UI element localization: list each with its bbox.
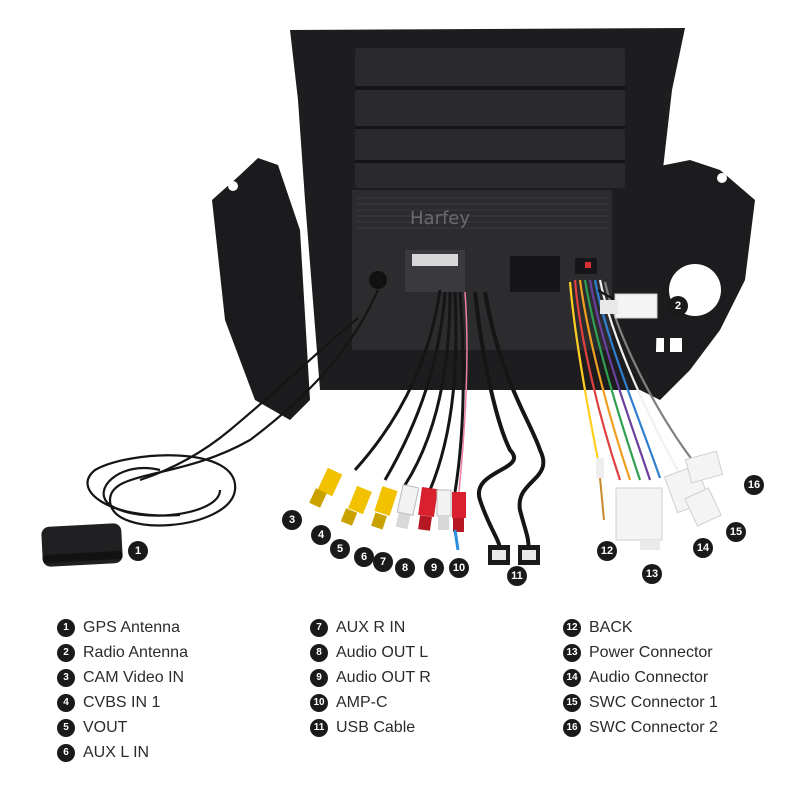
legend-item: 14 Audio Connector <box>563 665 718 690</box>
callout-16: 16 <box>744 475 764 495</box>
radio-antenna-connector <box>614 293 658 319</box>
wing-square-cutout <box>670 338 682 352</box>
gps-port <box>369 271 387 289</box>
head-unit-box <box>352 190 612 350</box>
legend-column-3: 12 BACK 13 Power Connector 14 Audio Connect… <box>563 615 718 740</box>
legend-number: 14 <box>563 668 581 687</box>
callout-9: 9 <box>424 558 444 578</box>
legend-item: 10 AMP-C <box>310 690 431 715</box>
callout-4: 4 <box>311 525 331 545</box>
legend-number: 12 <box>563 618 581 637</box>
legend-number: 2 <box>57 643 75 662</box>
legend-number: 7 <box>310 618 328 637</box>
legend-column-1: 1 GPS Antenna 2 Radio Antenna 3 CAM Video I… <box>57 615 188 765</box>
callout-12: 12 <box>597 541 617 561</box>
legend-item: 3 CAM Video IN <box>57 665 188 690</box>
legend-label: CAM Video IN <box>83 668 185 686</box>
legend-label: BACK <box>589 618 633 636</box>
legend-item: 7 AUX R IN <box>310 615 431 640</box>
callout-15: 15 <box>726 522 746 542</box>
legend-number: 4 <box>57 693 75 712</box>
wing-mount-hole <box>717 173 727 183</box>
legend-number: 10 <box>310 693 328 712</box>
legend-item: 13 Power Connector <box>563 640 718 665</box>
callout-11: 11 <box>507 566 527 586</box>
legend-label: Radio Antenna <box>83 643 188 661</box>
legend-label: VOUT <box>83 718 128 736</box>
rca-plug-vout <box>371 486 398 530</box>
legend-number: 15 <box>563 693 581 712</box>
wing-mount-hole <box>228 181 238 191</box>
swc-connector-2 <box>684 450 724 484</box>
legend-item: 5 VOUT <box>57 715 188 740</box>
legend-item: 11 USB Cable <box>310 715 431 740</box>
watermark-text: Harfey <box>410 208 470 229</box>
rca-plug-audio-out-l <box>436 489 452 530</box>
legend-label: AUX R IN <box>336 618 406 636</box>
legend-label: Power Connector <box>589 643 713 661</box>
back-wire-terminal <box>596 458 604 478</box>
product-photo: Harfey <box>41 28 755 567</box>
legend-number: 6 <box>57 743 75 762</box>
callout-2: 2 <box>668 296 688 316</box>
rca-plug-aux-r <box>418 487 438 531</box>
rear-port-block <box>510 256 560 292</box>
rca-plug-aux-l <box>395 484 420 530</box>
legend-item: 2 Radio Antenna <box>57 640 188 665</box>
legend-item: 9 Audio OUT R <box>310 665 431 690</box>
legend-label: Audio OUT L <box>336 643 429 661</box>
callout-5: 5 <box>330 539 350 559</box>
legend-label: GPS Antenna <box>83 618 180 636</box>
legend-item: 16 SWC Connector 2 <box>563 715 718 740</box>
callout-10: 10 <box>449 558 469 578</box>
legend-item: 4 CVBS IN 1 <box>57 690 188 715</box>
screen-back <box>355 48 625 188</box>
legend-number: 5 <box>57 718 75 737</box>
power-connector <box>615 487 663 541</box>
legend-item: 1 GPS Antenna <box>57 615 188 640</box>
callout-1: 1 <box>128 541 148 561</box>
legend-label: SWC Connector 1 <box>589 693 718 711</box>
legend-label: AMP-C <box>336 693 388 711</box>
rca-plug-cam-video <box>309 467 343 508</box>
amp-c-wire <box>453 529 460 551</box>
legend-label: USB Cable <box>336 718 416 736</box>
legend-number: 8 <box>310 643 328 662</box>
legend-number: 3 <box>57 668 75 687</box>
callout-14: 14 <box>693 538 713 558</box>
swc-connector-1 <box>684 487 722 527</box>
legend-item: 8 Audio OUT L <box>310 640 431 665</box>
legend-number: 16 <box>563 718 581 737</box>
legend-number: 1 <box>57 618 75 637</box>
callout-7: 7 <box>373 552 393 572</box>
legend-number: 9 <box>310 668 328 687</box>
legend-item: 12 BACK <box>563 615 718 640</box>
legend-label: AUX L IN <box>83 743 150 761</box>
callout-8: 8 <box>395 558 415 578</box>
callout-6: 6 <box>354 547 374 567</box>
legend-number: 11 <box>310 718 328 737</box>
rca-plug-cvbs-in <box>340 485 372 526</box>
legend-item: 6 AUX L IN <box>57 740 188 765</box>
left-wing-panel <box>212 158 310 420</box>
legend-label: CVBS IN 1 <box>83 693 161 711</box>
connector-legend: 1 GPS Antenna 2 Radio Antenna 3 CAM Video I… <box>0 615 800 785</box>
legend-label: Audio Connector <box>589 668 709 686</box>
legend-label: Audio OUT R <box>336 668 431 686</box>
legend-number: 13 <box>563 643 581 662</box>
legend-label: SWC Connector 2 <box>589 718 718 736</box>
rca-plug-audio-out-r <box>452 492 466 532</box>
legend-item: 15 SWC Connector 1 <box>563 690 718 715</box>
callout-3: 3 <box>282 510 302 530</box>
callout-13: 13 <box>642 564 662 584</box>
legend-column-2: 7 AUX R IN 8 Audio OUT L 9 Audio OUT R 10 AM… <box>310 615 431 740</box>
